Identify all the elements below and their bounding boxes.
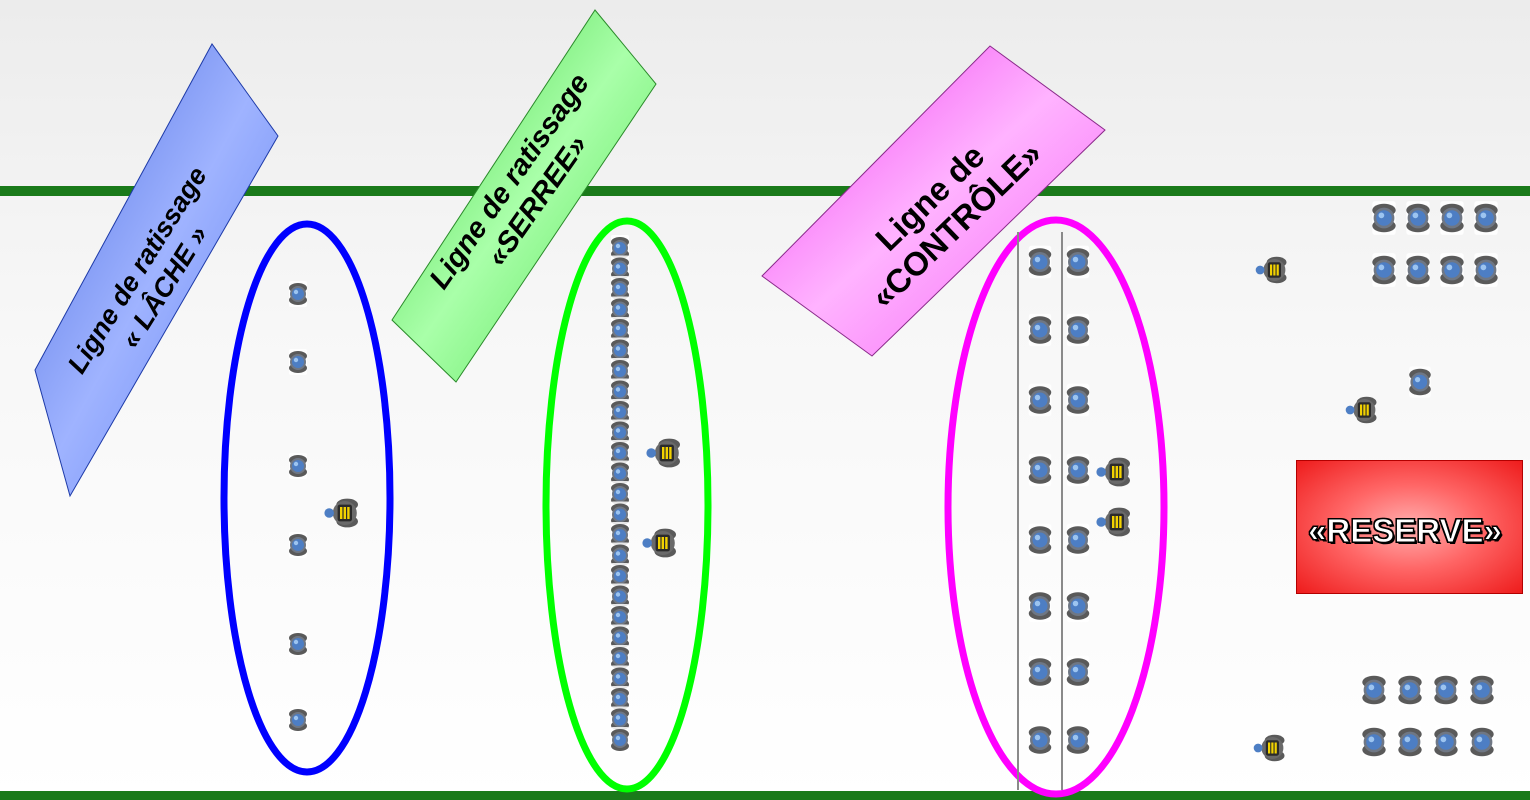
riot-police-icon: [289, 631, 307, 657]
field-band: [0, 186, 1530, 800]
riot-police-icon: [1474, 253, 1498, 287]
riot-police-icon: [289, 281, 307, 307]
riot-police-icon: [289, 532, 307, 558]
riot-police-icon: [1372, 253, 1396, 287]
reserve-label: «RESERVE»: [1308, 512, 1503, 550]
riot-police-icon: [1434, 725, 1458, 759]
riot-police-icon: [1028, 313, 1052, 347]
riot-police-icon: [1409, 366, 1431, 398]
riot-police-icon: [1398, 725, 1422, 759]
tight-line-ellipse: [542, 217, 712, 793]
riot-police-icon: [1066, 523, 1090, 557]
loose-line-ellipse: [220, 220, 394, 776]
riot-police-icon: [1406, 201, 1430, 235]
riot-police-icon: [1028, 655, 1052, 689]
riot-police-icon: [1066, 655, 1090, 689]
riot-police-icon: [1066, 723, 1090, 757]
riot-police-icon: [1398, 673, 1422, 707]
riot-police-icon: [1028, 245, 1052, 279]
riot-police-icon: [1066, 245, 1090, 279]
reserve-box: [1296, 460, 1523, 594]
loose-line-banner: [34, 43, 279, 498]
riot-police-icon: [1440, 201, 1464, 235]
riot-police-icon: [289, 349, 307, 375]
control-line-ellipse: [944, 216, 1168, 798]
riot-police-icon: [1028, 383, 1052, 417]
riot-police-shield-icon: [642, 528, 676, 558]
riot-police-icon: [611, 727, 629, 753]
riot-police-icon: [289, 707, 307, 733]
riot-police-icon: [1028, 723, 1052, 757]
riot-police-icon: [1406, 253, 1430, 287]
tight-line-banner: [391, 9, 657, 383]
riot-police-icon: [1066, 453, 1090, 487]
riot-police-shield-icon: [1345, 396, 1377, 424]
riot-police-icon: [1066, 589, 1090, 623]
riot-police-icon: [1372, 201, 1396, 235]
riot-police-shield-icon: [1255, 256, 1287, 284]
riot-police-icon: [1028, 453, 1052, 487]
control-barriers: [1017, 232, 1063, 790]
riot-police-shield-icon: [1096, 457, 1130, 487]
riot-police-shield-icon: [324, 498, 358, 528]
riot-police-icon: [1470, 725, 1494, 759]
riot-police-icon: [1028, 589, 1052, 623]
riot-police-icon: [1470, 673, 1494, 707]
riot-police-shield-icon: [646, 438, 680, 468]
riot-police-icon: [1362, 673, 1386, 707]
riot-police-icon: [1434, 673, 1458, 707]
riot-police-icon: [1440, 253, 1464, 287]
riot-police-icon: [1066, 383, 1090, 417]
control-line-banner: [761, 45, 1106, 357]
riot-police-shield-icon: [1253, 734, 1285, 762]
riot-police-icon: [1028, 523, 1052, 557]
riot-police-icon: [1362, 725, 1386, 759]
riot-police-icon: [289, 453, 307, 479]
riot-police-icon: [1474, 201, 1498, 235]
riot-police-icon: [1066, 313, 1090, 347]
riot-police-shield-icon: [1096, 507, 1130, 537]
